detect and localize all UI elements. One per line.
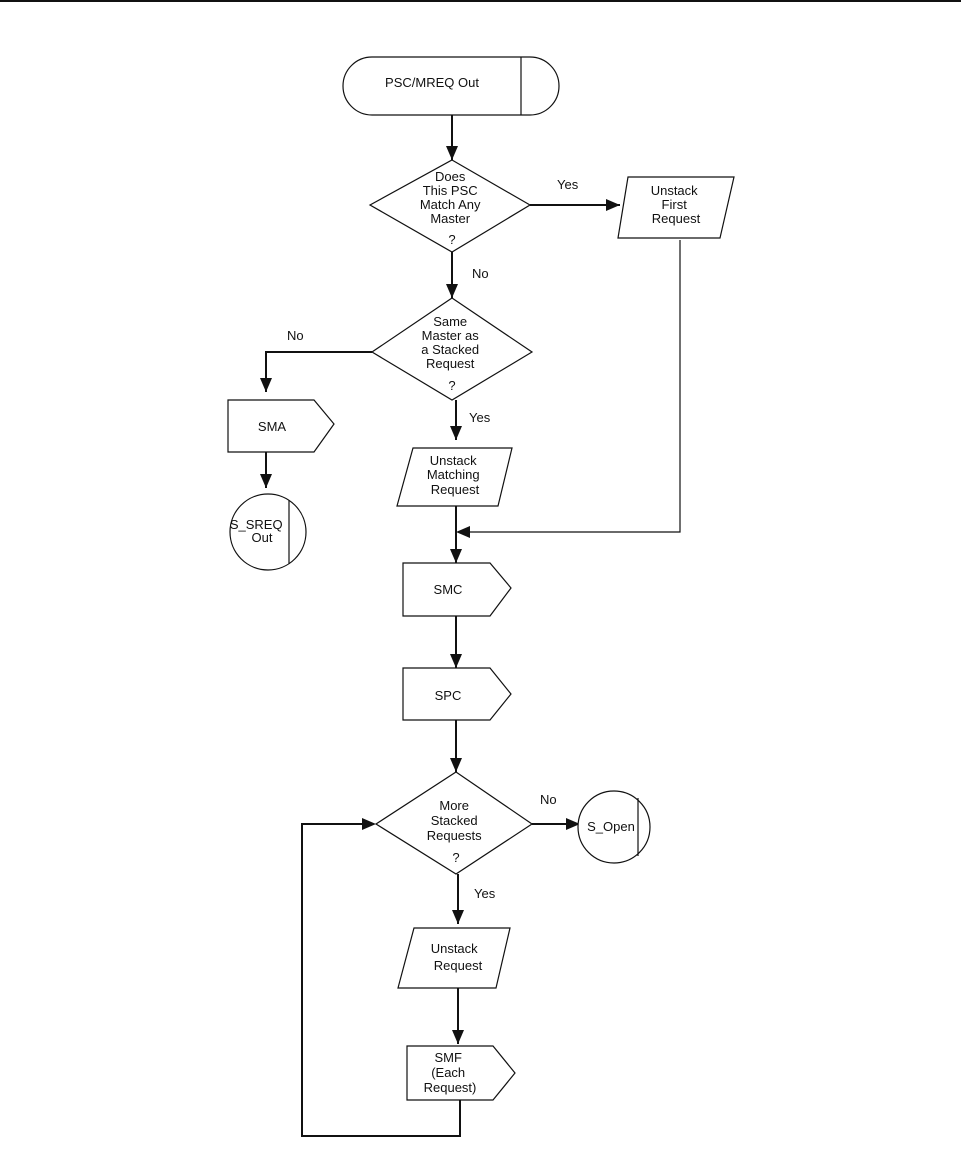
arrowhead-down — [450, 426, 462, 440]
signal-smc — [402, 562, 512, 617]
edge-label-same-yes: Yes — [469, 410, 491, 425]
label-line: Request — [652, 211, 701, 226]
unstack-request-label: Unstack Request — [431, 941, 483, 973]
signal-spc — [402, 667, 512, 721]
label-line: Out — [252, 530, 273, 545]
label-line: ? — [448, 378, 455, 393]
unstack-matching-label: Unstack Matching Request — [427, 453, 483, 497]
label-line: This PSC — [423, 183, 478, 198]
label-line: Unstack — [651, 183, 698, 198]
signal-smc-label: SMC — [434, 582, 463, 597]
start-label: PSC/MREQ Out — [385, 75, 479, 90]
label-line: a Stacked — [421, 342, 479, 357]
unstack-first-label: Unstack First Request — [651, 183, 702, 226]
arrowheads — [260, 146, 620, 1044]
arrowhead-down — [450, 758, 462, 772]
label-line: Request) — [424, 1080, 477, 1095]
label-line: Requests — [427, 828, 482, 843]
arrowhead-down — [450, 654, 462, 668]
arrowhead-right — [606, 199, 620, 211]
arrowhead-left — [456, 526, 470, 538]
edge-label-more-yes: Yes — [474, 886, 496, 901]
label-line: Master as — [422, 328, 480, 343]
label-line: Request — [434, 958, 483, 973]
label-line: PSC/MREQ Out — [385, 75, 479, 90]
label-line: More — [439, 798, 469, 813]
label-line: Same — [433, 314, 467, 329]
edge-label-match-yes: Yes — [557, 177, 579, 192]
connector-s-open-label: S_Open — [587, 819, 635, 834]
connector-s-sreq-out — [229, 493, 307, 571]
label-line: Request — [431, 482, 480, 497]
io-unstack-first-request — [617, 176, 735, 239]
label-line: Unstack — [430, 453, 477, 468]
signal-sma — [227, 399, 335, 453]
label-line: Request — [426, 356, 475, 371]
decision-more-requests — [374, 771, 534, 875]
label-line: Master — [430, 211, 470, 226]
edge-same-no — [265, 351, 372, 392]
label-line: Does — [435, 169, 466, 184]
label-line: SMA — [258, 419, 287, 434]
label-line: First — [662, 197, 688, 212]
label-line: SMF — [434, 1050, 462, 1065]
io-unstack-matching-request — [396, 447, 513, 507]
arrowhead-right — [566, 818, 580, 830]
label-line: ? — [452, 850, 459, 865]
label-line: Stacked — [431, 813, 478, 828]
decision-same-master-label: Same Master as a Stacked Request ? — [421, 314, 482, 393]
signal-smf-label: SMF (Each Request) — [424, 1050, 477, 1095]
decision-more-label: More Stacked Requests ? — [427, 798, 486, 865]
arrowhead-down — [452, 910, 464, 924]
label-line: SMC — [434, 582, 463, 597]
connector-s-sreq-label: S_SREQ Out — [230, 517, 286, 545]
edge-label-same-no: No — [287, 328, 304, 343]
label-line: Match Any — [420, 197, 481, 212]
label-line: Matching — [427, 467, 480, 482]
arrowhead-right — [362, 818, 376, 830]
label-line: S_Open — [587, 819, 635, 834]
start-terminal — [342, 56, 560, 116]
decision-psc-match-label: Does This PSC Match Any Master ? — [420, 169, 484, 247]
label-line: Unstack — [431, 941, 478, 956]
arrowhead-down — [260, 474, 272, 488]
edge-first-to-merge — [468, 240, 681, 533]
signal-sma-label: SMA — [258, 419, 287, 434]
label-line: ? — [448, 232, 455, 247]
label-line: SPC — [435, 688, 462, 703]
arrowhead-down — [446, 146, 458, 160]
label-line: (Each — [431, 1065, 465, 1080]
arrowhead-down — [452, 1030, 464, 1044]
decision-psc-match — [368, 159, 532, 253]
edge-loop-back — [301, 823, 461, 1137]
decision-same-master — [370, 297, 534, 401]
signal-smf — [406, 1045, 516, 1101]
arrowhead-down — [446, 284, 458, 298]
edge-label-match-no: No — [472, 266, 489, 281]
arrowhead-down — [450, 549, 462, 563]
label-line: S_SREQ — [230, 517, 283, 532]
io-unstack-request — [397, 927, 511, 989]
edge-label-more-no: No — [540, 792, 557, 807]
signal-spc-label: SPC — [435, 688, 462, 703]
arrowhead-down — [260, 378, 272, 392]
connector-s-open — [577, 790, 651, 864]
